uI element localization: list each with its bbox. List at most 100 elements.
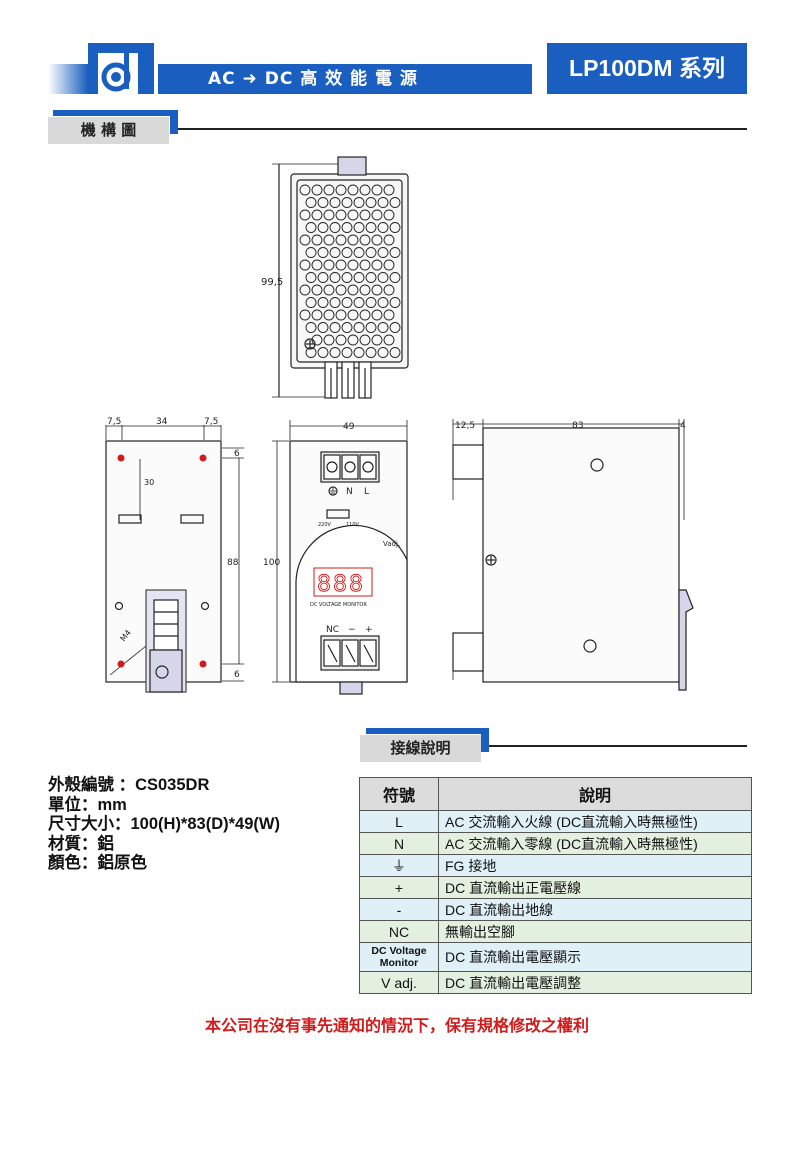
vent-hole [329,272,341,283]
vent-hole [311,184,323,196]
section-rule [489,745,747,747]
header-gradient [48,64,88,94]
ground-icon [330,488,336,494]
row-desc: DC 直流輸出地線 [438,898,752,921]
vent-hole [299,209,311,221]
vent-hole [299,184,311,196]
vent-hole [335,259,347,271]
vent-hole [329,297,341,308]
table-row: L AC 交流輸入火線 (DC直流輸入時無極性) [359,810,752,833]
dim-rear-bottom: 6 [234,670,240,680]
vent-hole [359,334,371,346]
vent-hole [347,209,359,221]
switch-110-label: 110V [346,522,360,528]
wiring-table: 符號 說明 L AC 交流輸入火線 (DC直流輸入時無極性) N AC 交流輸入… [359,777,752,994]
series-badge: LP100DM 系列 [547,43,747,94]
vent-hole [323,259,335,271]
row-desc: FG 接地 [438,854,752,877]
ground-symbol-icon: ⏚ [359,854,439,877]
dim-rear-top: 6 [234,449,240,459]
vent-hole [353,247,365,258]
vent-hole [389,297,401,308]
spec-list: 外殼編號 ：CS035DR 單位：mm 尺寸大小：100(H)*83(D)*49… [48,776,280,874]
vent-hole [389,347,401,358]
vent-hole [359,284,371,296]
vent-hole [371,259,383,271]
section-rule [178,128,747,130]
table-header: 符號 說明 [359,777,752,811]
vent-hole [329,247,341,258]
dim-side-depth: 83 [572,421,583,431]
disclaimer-notice: 本公司在沒有事先通知的情況下，保有規格修改之權利 [204,1016,589,1035]
section-accent [366,728,488,734]
vent-hole [383,184,395,196]
vent-hole [317,297,329,308]
vent-hole [329,322,341,333]
vent-hole [335,209,347,221]
vent-hole [383,234,395,246]
vent-hole [341,272,353,283]
vent-hole [323,234,335,246]
vent-hole [359,309,371,321]
table-row: + DC 直流輸出正電壓線 [359,876,752,899]
vent-hole [347,284,359,296]
vent-hole [371,309,383,321]
vent-hole [371,234,383,246]
vent-hole [377,322,389,333]
vent-hole [365,347,377,358]
dim-rear-inner: 30 [144,478,154,487]
dim-side-offset: 12,5 [455,421,475,431]
vent-hole [347,184,359,196]
row-symbol: V adj. [359,971,439,994]
vent-hole [305,322,317,333]
section-accent [170,110,178,134]
row-symbol: NC [359,920,439,943]
vent-hole [353,222,365,233]
vent-hole [347,309,359,321]
vent-hole [305,222,317,233]
vent-hole [299,309,311,321]
row-desc: DC 直流輸出正電壓線 [438,876,752,899]
vent-hole [377,247,389,258]
spec-color: 顏色：鋁原色 [48,854,147,872]
row-symbol: L [359,810,439,833]
vent-hole [317,222,329,233]
vent-hole [317,272,329,283]
vent-hole [317,347,329,358]
vent-hole [377,297,389,308]
spec-material: 材質：鋁 [48,834,114,853]
dim-side-rear: 4 [680,421,686,431]
vent-hole [323,284,335,296]
dim-top-height: 99,5 [261,277,283,288]
header-title: AC ➜ DC 高 效 能 電 源 [158,64,532,94]
table-row: V adj. DC 直流輸出電壓調整 [359,971,752,994]
vent-hole [311,209,323,221]
vent-hole [323,184,335,196]
vent-hole [371,209,383,221]
vent-hole [389,247,401,258]
vent-hole [353,197,365,208]
vent-hole [335,309,347,321]
row-symbol-line2: Monitor [379,957,419,969]
dim-front-height: 100 [263,558,280,568]
row-desc: AC 交流輸入火線 (DC直流輸入時無極性) [438,810,752,833]
vent-hole [317,197,329,208]
vent-hole [365,272,377,283]
vent-hole [341,347,353,358]
vent-hole [305,347,317,358]
vent-hole [341,297,353,308]
vent-hole [311,284,323,296]
row-symbol: + [359,876,439,899]
vent-hole [335,234,347,246]
vent-hole [383,284,395,296]
vent-hole [365,322,377,333]
vent-hole [365,222,377,233]
vent-hole [365,247,377,258]
vent-hole [353,322,365,333]
vent-hole [305,197,317,208]
terminal-plus-label: + [365,625,373,635]
vent-hole [377,222,389,233]
vent-hole [383,309,395,321]
